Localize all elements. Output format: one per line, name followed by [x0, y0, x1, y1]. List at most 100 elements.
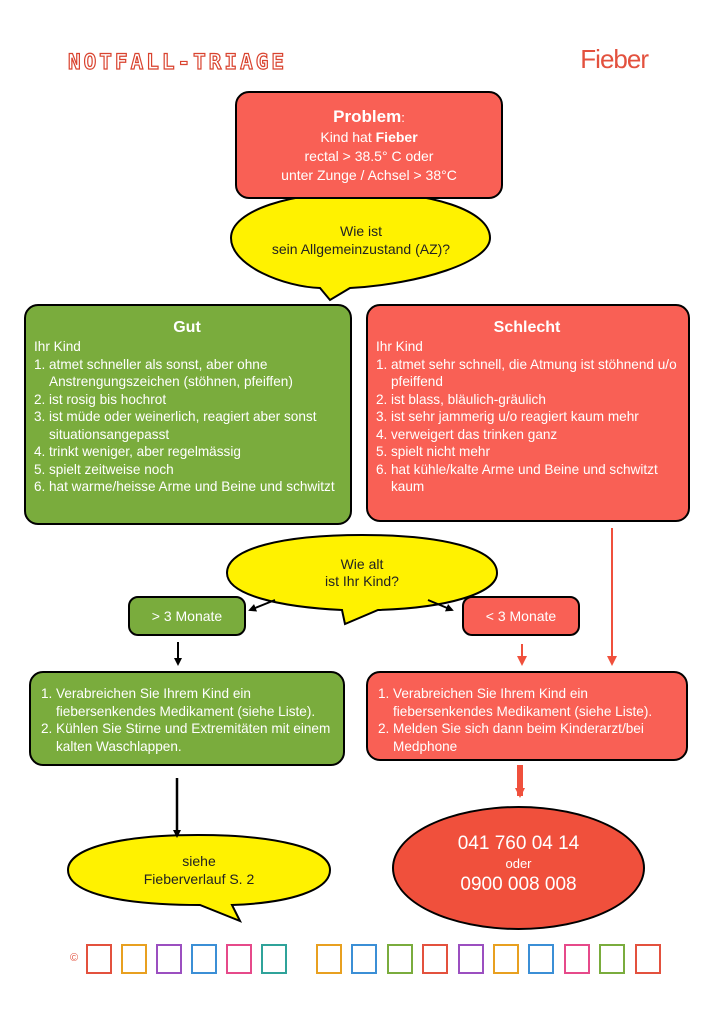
brand-letter-char: N	[393, 947, 406, 972]
brand-letter: U	[563, 944, 590, 974]
list-item: 2.ist blass, bläulich-gräulich	[376, 391, 678, 409]
brand-letter-char: P	[92, 947, 106, 972]
list-item-text: atmet schneller als sonst, aber ohne Ans…	[49, 356, 293, 390]
list-item-text: ist sehr jammerig u/o reagiert kaum mehr	[391, 409, 639, 424]
list-item: 2.Kühlen Sie Stirne und Extremitäten mit…	[41, 720, 333, 755]
question-1-line2: sein Allgemeinzustand (AZ)?	[271, 241, 451, 257]
brand-letter-char: I	[232, 947, 246, 972]
brand-letter-char: A	[162, 947, 176, 972]
brand-letter-char: K	[322, 947, 336, 972]
age-over-3-label: > 3 Monate	[151, 608, 223, 624]
brand-letter-char: S	[267, 947, 281, 972]
bad-list: 1.atmet sehr schnell, die Atmung ist stö…	[376, 356, 678, 496]
list-item-text: hat warme/heisse Arme und Beine und schw…	[49, 479, 335, 494]
list-item-number: 1.	[378, 686, 390, 701]
problem-line2: rectal > 38.5° C oder	[304, 148, 434, 164]
list-item-text: Verabreichen Sie Ihrem Kind ein fieberse…	[56, 686, 316, 719]
brand-letter: S	[261, 944, 287, 974]
list-item: 4.verweigert das trinken ganz	[376, 426, 678, 444]
list-item-text: ist blass, bläulich-gräulich	[391, 391, 546, 407]
question-1-line1: Wie ist	[340, 223, 382, 239]
list-item-text: spielt zeitweise noch	[49, 461, 174, 477]
question-1-text: Wie ist sein Allgemeinzustand (AZ)?	[231, 222, 491, 258]
brand-letter: B	[528, 944, 555, 974]
list-item-text: spielt nicht mehr	[391, 444, 490, 459]
brand-letter-char: U	[570, 947, 583, 972]
list-item-number: 6.	[34, 479, 46, 494]
problem-label: Problem	[333, 107, 402, 126]
brand-letter: X	[191, 944, 217, 974]
header-topic: Fieber	[580, 44, 649, 74]
list-item: 1.Verabreichen Sie Ihrem Kind ein fieber…	[41, 685, 333, 720]
list-item-text: ist müde oder weinerlich, reagiert aber …	[49, 409, 317, 442]
phone-number-2[interactable]: 0900 008 008	[460, 874, 577, 895]
see-line2: Fieberverlauf S. 2	[143, 871, 255, 887]
action-red-box: 1.Verabreichen Sie Ihrem Kind ein fieber…	[366, 671, 688, 761]
bad-box: Schlecht Ihr Kind 1.atmet sehr schnell, …	[366, 304, 690, 522]
brand-letter: T	[634, 944, 661, 974]
list-item: 6.hat warme/heisse Arme und Beine und sc…	[34, 478, 340, 496]
see-text: siehe Fieberverlauf S. 2	[68, 852, 330, 888]
list-item-number: 2.	[34, 391, 46, 407]
list-item-number: 5.	[376, 444, 388, 459]
list-item: 5.spielt zeitweise noch	[34, 461, 340, 479]
age-over-3-box: > 3 Monate	[128, 596, 246, 636]
question-2-line1: Wie alt	[340, 556, 384, 572]
action-green-box: 1.Verabreichen Sie Ihrem Kind ein fieber…	[29, 671, 345, 766]
list-item: 2.Melden Sie sich dann beim Kinderarzt/b…	[378, 720, 676, 755]
brand-letter: U	[351, 944, 378, 974]
question-bubble-2	[225, 533, 499, 626]
brand-letter: T	[422, 944, 449, 974]
list-item-number: 1.	[34, 356, 46, 372]
list-item-text: trinkt weniger, aber regelmässig	[49, 444, 241, 459]
phone-number-1[interactable]: 041 760 04 14	[457, 833, 580, 854]
problem-colon: :	[401, 110, 405, 125]
bad-intro: Ihr Kind	[376, 339, 423, 354]
list-item-number: 2.	[41, 721, 53, 736]
brand-letter: P	[86, 944, 112, 974]
brand-letter: R	[121, 944, 147, 974]
bad-heading: Schlecht	[493, 319, 561, 336]
list-item: 3.ist müde oder weinerlich, reagiert abe…	[34, 408, 340, 443]
brand-letter: E	[457, 944, 484, 974]
list-item-text: Melden Sie sich dann beim Kinderarzt/bei…	[393, 721, 644, 754]
brand-letter: N	[599, 944, 626, 974]
list-item-number: 1.	[376, 356, 388, 372]
list-item-number: 2.	[376, 391, 388, 407]
brand-letter: A	[156, 944, 182, 974]
brand-letter-char: X	[197, 947, 211, 972]
brand-letter: R	[493, 944, 519, 974]
list-item-text: Kühlen Sie Stirne und Extremitäten mit e…	[56, 721, 331, 754]
list-item-number: 4.	[34, 444, 46, 459]
list-item-number: 5.	[34, 461, 46, 477]
list-item: 6.hat kühle/kalte Arme und Beine und sch…	[376, 461, 678, 496]
action-red-list: 1.Verabreichen Sie Ihrem Kind ein fieber…	[378, 685, 676, 755]
list-item: 2.ist rosig bis hochrot	[34, 391, 340, 409]
list-item: 1.atmet sehr schnell, die Atmung ist stö…	[376, 356, 678, 391]
question-2-line2: ist Ihr Kind?	[325, 573, 399, 589]
list-item-number: 3.	[34, 409, 46, 424]
problem-box: Problem: Kind hat Fieber rectal > 38.5° …	[235, 91, 503, 199]
phone-ellipse: 041 760 04 14 oder 0900 008 008	[392, 806, 645, 930]
brand-letter-char: B	[535, 947, 548, 972]
brand-letter-char: E	[464, 947, 477, 972]
list-item: 4.trinkt weniger, aber regelmässig	[34, 443, 340, 461]
brand-letter-char: R	[127, 947, 141, 972]
list-item: 5.spielt nicht mehr	[376, 443, 678, 461]
problem-line3: unter Zunge / Achsel > 38°C	[281, 167, 457, 183]
copyright-sign: ©	[70, 952, 79, 964]
list-item-number: 2.	[378, 721, 390, 736]
list-item-text: verweigert das trinken ganz	[391, 426, 558, 442]
brand-letter: I	[226, 944, 252, 974]
good-box: Gut Ihr Kind 1.atmet schneller als sonst…	[24, 304, 352, 525]
action-green-list: 1.Verabreichen Sie Ihrem Kind ein fieber…	[41, 685, 333, 755]
age-under-3-box: < 3 Monate	[462, 596, 580, 636]
phone-or: oder	[505, 856, 532, 871]
header-title: NOTFALL-TRIAGE	[67, 49, 288, 74]
problem-line1-bold: Fieber	[375, 129, 418, 145]
list-item-number: 3.	[376, 409, 388, 424]
list-item: 1.atmet schneller als sonst, aber ohne A…	[34, 356, 340, 391]
good-intro: Ihr Kind	[34, 339, 81, 354]
